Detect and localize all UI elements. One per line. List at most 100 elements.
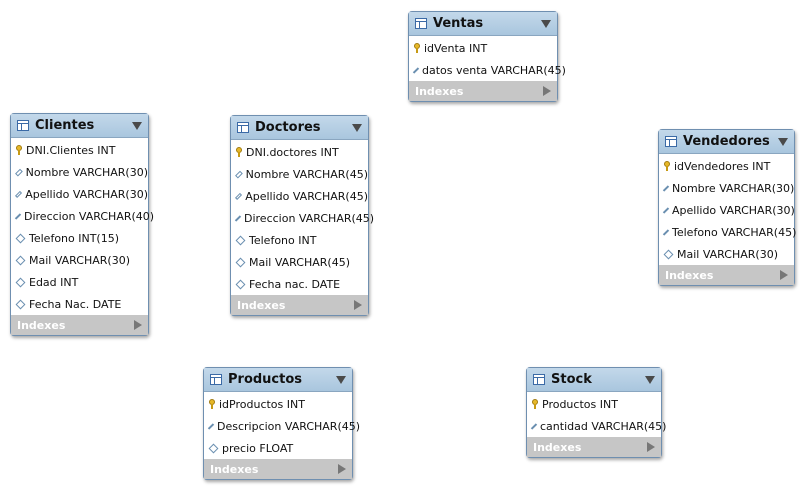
- column-diamond-icon: [14, 212, 22, 220]
- indexes-section[interactable]: Indexes: [659, 265, 794, 285]
- indexes-section[interactable]: Indexes: [409, 81, 557, 101]
- expand-arrow-icon[interactable]: [134, 320, 142, 330]
- column-row[interactable]: Telefono INT(15): [11, 227, 148, 249]
- column-row[interactable]: Apellido VARCHAR(30): [659, 199, 795, 221]
- column-text: datos venta VARCHAR(45): [422, 63, 566, 77]
- column-diamond-icon: [662, 206, 670, 214]
- column-text: idVendedores INT: [674, 159, 771, 173]
- collapse-arrow-icon[interactable]: [352, 123, 362, 132]
- column-text: Mail VARCHAR(45): [249, 255, 350, 269]
- indexes-section[interactable]: Indexes: [11, 315, 148, 335]
- column-text: DNI.Clientes INT: [26, 143, 116, 157]
- column-row[interactable]: Nombre VARCHAR(45): [231, 163, 368, 185]
- column-text: idProductos INT: [219, 397, 305, 411]
- column-row[interactable]: Fecha nac. DATE: [231, 273, 368, 295]
- column-row[interactable]: idProductos INT: [204, 393, 352, 415]
- column-diamond-icon: [15, 277, 26, 287]
- table-vendedores[interactable]: Vendedores idVendedores INT Nombre VARCHAR…: [658, 129, 797, 286]
- primary-key-icon: [414, 43, 420, 53]
- indexes-label: Indexes: [415, 84, 464, 98]
- collapse-arrow-icon[interactable]: [645, 375, 655, 384]
- table-header[interactable]: Ventas: [409, 12, 557, 36]
- column-row[interactable]: idVendedores INT: [659, 155, 794, 177]
- indexes-label: Indexes: [533, 440, 582, 454]
- column-text: Apellido VARCHAR(45): [245, 189, 368, 203]
- column-row[interactable]: Telefono INT: [231, 229, 368, 251]
- column-text: Nombre VARCHAR(30): [25, 165, 148, 179]
- column-diamond-icon: [235, 257, 246, 267]
- column-diamond-icon: [662, 228, 670, 236]
- column-diamond-icon: [234, 192, 243, 200]
- column-row[interactable]: Mail VARCHAR(30): [11, 249, 148, 271]
- column-list: Productos INT cantidad VARCHAR(45): [527, 392, 666, 437]
- column-text: Telefono VARCHAR(45): [672, 225, 797, 239]
- collapse-arrow-icon[interactable]: [541, 19, 551, 28]
- column-diamond-icon: [235, 235, 246, 245]
- column-diamond-icon: [207, 422, 215, 430]
- column-row[interactable]: Direccion VARCHAR(45): [231, 207, 374, 229]
- collapse-arrow-icon[interactable]: [336, 375, 346, 384]
- table-productos[interactable]: Productos idProductos INT Descripcion VARC…: [203, 367, 360, 480]
- column-text: Mail VARCHAR(30): [677, 247, 778, 261]
- expand-arrow-icon[interactable]: [647, 442, 655, 452]
- column-diamond-icon: [530, 422, 538, 430]
- table-header[interactable]: Clientes: [11, 114, 148, 138]
- column-row[interactable]: Apellido VARCHAR(45): [231, 185, 368, 207]
- column-text: Direccion VARCHAR(45): [244, 211, 375, 225]
- column-diamond-icon: [412, 66, 420, 74]
- column-row[interactable]: Mail VARCHAR(30): [659, 243, 794, 265]
- column-diamond-icon: [663, 249, 674, 259]
- column-row[interactable]: Nombre VARCHAR(30): [659, 177, 794, 199]
- table-header[interactable]: Doctores: [231, 116, 368, 140]
- expand-arrow-icon[interactable]: [780, 270, 788, 280]
- table-name: Doctores: [255, 120, 321, 135]
- indexes-section[interactable]: Indexes: [204, 459, 352, 479]
- table-name: Productos: [228, 372, 303, 387]
- column-row[interactable]: datos venta VARCHAR(45): [409, 59, 566, 81]
- collapse-arrow-icon[interactable]: [778, 137, 788, 146]
- column-text: Apellido VARCHAR(30): [672, 203, 795, 217]
- column-row[interactable]: Mail VARCHAR(45): [231, 251, 368, 273]
- collapse-arrow-icon[interactable]: [132, 121, 142, 130]
- column-row[interactable]: DNI.Clientes INT: [11, 139, 148, 161]
- column-row[interactable]: precio FLOAT: [204, 437, 352, 459]
- table-icon: [415, 18, 427, 29]
- column-text: Fecha Nac. DATE: [29, 297, 122, 311]
- column-text: Descripcion VARCHAR(45): [217, 419, 361, 433]
- indexes-label: Indexes: [17, 318, 66, 332]
- column-list: idProductos INT Descripcion VARCHAR(45) pr…: [204, 392, 360, 459]
- column-text: Apellido VARCHAR(30): [25, 187, 148, 201]
- column-diamond-icon: [235, 279, 246, 289]
- indexes-section[interactable]: Indexes: [231, 295, 368, 315]
- indexes-section[interactable]: Indexes: [527, 437, 661, 457]
- column-row[interactable]: Edad INT: [11, 271, 148, 293]
- column-text: Productos INT: [542, 397, 618, 411]
- table-header[interactable]: Vendedores: [659, 130, 794, 154]
- table-header[interactable]: Stock: [527, 368, 661, 392]
- table-icon: [17, 120, 29, 131]
- column-list: idVendedores INT Nombre VARCHAR(30) Apelli…: [659, 154, 797, 265]
- indexes-label: Indexes: [237, 298, 286, 312]
- column-row[interactable]: Telefono VARCHAR(45): [659, 221, 797, 243]
- column-row[interactable]: idVenta INT: [409, 37, 557, 59]
- column-row[interactable]: Apellido VARCHAR(30): [11, 183, 148, 205]
- expand-arrow-icon[interactable]: [354, 300, 362, 310]
- column-row[interactable]: Fecha Nac. DATE: [11, 293, 148, 315]
- expand-arrow-icon[interactable]: [338, 464, 346, 474]
- column-row[interactable]: Nombre VARCHAR(30): [11, 161, 148, 183]
- column-diamond-icon: [15, 168, 23, 176]
- column-diamond-icon: [15, 255, 26, 265]
- indexes-label: Indexes: [210, 462, 259, 476]
- column-row[interactable]: Direccion VARCHAR(40): [11, 205, 154, 227]
- column-text: DNI.doctores INT: [246, 145, 339, 159]
- column-row[interactable]: Productos INT: [527, 393, 661, 415]
- column-row[interactable]: cantidad VARCHAR(45): [527, 415, 666, 437]
- column-row[interactable]: Descripcion VARCHAR(45): [204, 415, 360, 437]
- column-row[interactable]: DNI.doctores INT: [231, 141, 368, 163]
- expand-arrow-icon[interactable]: [543, 86, 551, 96]
- table-header[interactable]: Productos: [204, 368, 352, 392]
